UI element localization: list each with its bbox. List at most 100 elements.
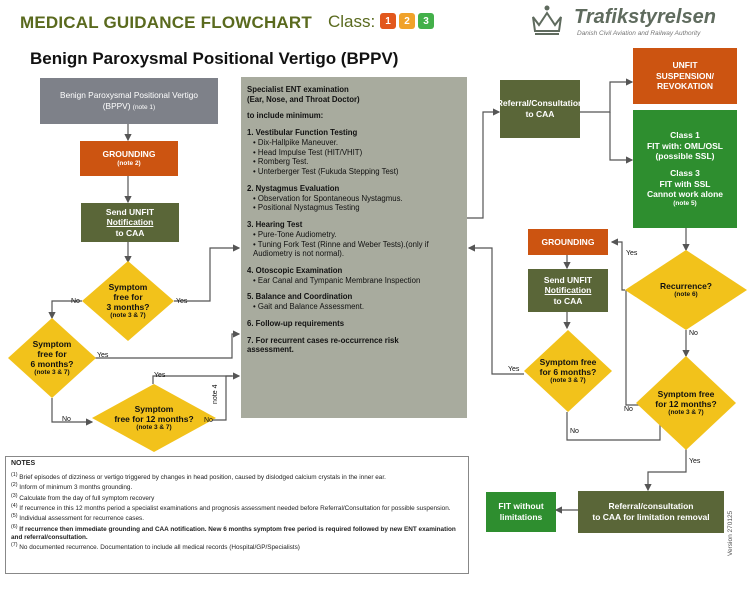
referral-bottom-line2: to CAA for limitation removal bbox=[592, 512, 710, 522]
symptom-free-3m-decision: Symptom free for 3 months? (note 3 & 7) bbox=[82, 261, 174, 341]
note-item: (2) Inform of minimum 3 months grounding… bbox=[11, 482, 463, 492]
recurrence-decision: Recurrence? (note 6) bbox=[625, 250, 747, 330]
ent-sec5-item: • Gait and Balance Assessment. bbox=[253, 302, 365, 312]
ent-sec3-item: Audiometry is not normal). bbox=[253, 249, 344, 259]
page-title: MEDICAL GUIDANCE FLOWCHART bbox=[20, 13, 312, 32]
sf3-l1: Symptom bbox=[108, 281, 148, 292]
send-unfit-right-line2: to CAA bbox=[553, 295, 583, 306]
symptom-free-6m-left-decision: Symptom free for 6 months? (note 3 & 7) bbox=[8, 318, 96, 398]
note-number: (3) bbox=[11, 492, 18, 499]
recurrence-yes-label: Yes bbox=[626, 250, 638, 257]
logo-name: Trafikstyrelsen bbox=[574, 6, 716, 28]
ent-sec4-item: • Ear Canal and Tympanic Membrane Inspec… bbox=[253, 275, 421, 285]
sf6r-l1: Symptom free bbox=[539, 356, 597, 367]
sf6l-l1: Symptom bbox=[32, 338, 72, 349]
grounding-left-box: GROUNDING (note 2) bbox=[80, 141, 178, 176]
sf12l-note: (note 3 & 7) bbox=[136, 424, 172, 432]
sf3-l3: 3 months? bbox=[106, 302, 150, 313]
ent-sec2-item: • Positional Nystagmus Testing bbox=[253, 203, 360, 213]
note-item: (1) Brief episodes of dizziness or verti… bbox=[11, 472, 463, 482]
send-unfit-left-line1: Send UNFIT bbox=[105, 206, 155, 217]
ent-sec7-title: 7. For recurrent cases re-occurrence ris… bbox=[247, 335, 399, 345]
class-3-badge: 3 bbox=[418, 13, 434, 29]
note-item: (6) If recurrence then immediate groundi… bbox=[11, 524, 463, 543]
send-unfit-right-line1: Send UNFIT bbox=[543, 274, 593, 285]
ent-sec7-item: assessment. bbox=[247, 345, 294, 355]
start-line1: Benign Paroxysmal Positional Vertigo bbox=[60, 90, 198, 101]
referral-bottom-box: Referral/consultation to CAA for limitat… bbox=[578, 491, 724, 533]
ent-sec1-title: 1. Vestibular Function Testing bbox=[247, 128, 358, 138]
ent-sec6-title: 6. Follow-up requirements bbox=[247, 318, 345, 328]
ent-title1: Specialist ENT examination bbox=[247, 85, 349, 94]
notes-panel: NOTES (1) Brief episodes of dizziness or… bbox=[5, 456, 469, 574]
sf12l-no-label: No bbox=[204, 417, 213, 424]
referral-top-box: Referral/Consultation to CAA bbox=[496, 80, 584, 138]
note-text: Individual assessment for recurrence cas… bbox=[19, 515, 144, 523]
sf12l-yes-label: Yes bbox=[154, 372, 166, 379]
class-2-badge: 2 bbox=[399, 13, 415, 29]
note-item: (5) Individual assessment for recurrence… bbox=[11, 513, 463, 523]
ent-title2: (Ear, Nose, and Throat Doctor) bbox=[247, 94, 360, 104]
send-unfit-left-box: Send UNFIT Notification to CAA bbox=[81, 203, 179, 242]
ent-sec3-item: • Pure-Tone Audiometry. bbox=[253, 229, 337, 239]
sf6r-l2: for 6 months? bbox=[539, 367, 597, 378]
sf12r-yes-label: Yes bbox=[689, 458, 701, 465]
ent-sec3-item: • Tuning Fork Test (Rinne and Weber Test… bbox=[253, 239, 429, 249]
send-unfit-left-line2: to CAA bbox=[115, 227, 145, 238]
fit-c1-l1: FIT with: OML/OSL bbox=[646, 140, 723, 151]
version-label: Version 270125 bbox=[727, 510, 734, 556]
note-text: No documented recurrence. Documentation … bbox=[19, 544, 300, 552]
sf12r-note: (note 3 & 7) bbox=[668, 409, 704, 417]
ent-sec1-item: • Unterberger Test (Fukuda Stepping Test… bbox=[253, 167, 399, 177]
class-1-badge: 1 bbox=[380, 13, 396, 29]
unfit-suspension-box: UNFIT SUSPENSION/ REVOKATION bbox=[633, 48, 737, 104]
crown-icon bbox=[527, 3, 567, 39]
ent-sec3-title: 3. Hearing Test bbox=[247, 220, 303, 230]
sf6r-no-label: No bbox=[570, 428, 579, 435]
sf3-note: (note 3 & 7) bbox=[110, 312, 146, 320]
note-text: Calculate from the day of full symptom r… bbox=[19, 494, 155, 502]
grounding-right-box: GROUNDING bbox=[528, 229, 608, 255]
note-item: (7) No documented recurrence. Documentat… bbox=[11, 542, 463, 552]
unfit-line3: REVOKATION bbox=[656, 81, 714, 92]
send-unfit-right-link: Notification bbox=[544, 285, 592, 296]
fit-c1-l2: (possible SSL) bbox=[655, 151, 715, 162]
recurrence-l1: Recurrence? bbox=[660, 281, 712, 291]
fit-c3: Class 3 bbox=[670, 167, 700, 178]
class-label: Class: bbox=[328, 12, 376, 31]
fit-c3-l1: FIT with SSL bbox=[659, 178, 711, 189]
recurrence-note: (note 6) bbox=[674, 291, 698, 299]
note-number: (7) bbox=[11, 542, 18, 549]
start-line2: (BPPV) bbox=[102, 100, 131, 111]
notes-heading: NOTES bbox=[11, 460, 36, 467]
note-number: (6) bbox=[11, 523, 18, 530]
ent-sec1-item: • Head Impulse Test (HIT/VHIT) bbox=[253, 147, 363, 157]
symptom-free-12m-right-decision: Symptom free for 12 months? (note 3 & 7) bbox=[636, 356, 736, 450]
sf12r-no-label: No bbox=[624, 406, 633, 413]
note-number: (2) bbox=[11, 482, 18, 489]
ent-sec2-title: 2. Nystagmus Evaluation bbox=[247, 183, 340, 193]
note-text: Inform of minimum 3 months grounding. bbox=[19, 484, 133, 492]
send-unfit-left-link: Notification bbox=[106, 217, 154, 228]
unfit-line1: UNFIT bbox=[672, 60, 698, 71]
note-number: (5) bbox=[11, 513, 18, 520]
sf12l-l2: free for 12 months? bbox=[114, 414, 194, 425]
logo-subtitle: Danish Civil Aviation and Railway Author… bbox=[577, 30, 701, 37]
ent-sec4-title: 4. Otoscopic Examination bbox=[247, 266, 343, 276]
sf12l-l1: Symptom bbox=[134, 403, 174, 414]
note-text: If recurrence then immediate grounding a… bbox=[11, 525, 456, 541]
sf3-l2: free for bbox=[113, 292, 143, 302]
note-number: (4) bbox=[11, 502, 18, 509]
grounding-right-title: GROUNDING bbox=[541, 236, 595, 247]
note-item: (3) Calculate from the day of full sympt… bbox=[11, 493, 463, 503]
fit-c3-note: (note 5) bbox=[673, 199, 697, 207]
sf3-no-label: No bbox=[71, 298, 80, 305]
sf6l-l2: free for bbox=[37, 349, 67, 359]
ent-sec5-title: 5. Balance and Coordination bbox=[247, 292, 353, 302]
grounding-left-note: (note 2) bbox=[117, 159, 141, 167]
referral-top-line1: Referral/Consultation bbox=[496, 98, 584, 109]
sf12r-l1: Symptom free bbox=[657, 388, 715, 399]
unfit-line2: SUSPENSION/ bbox=[655, 70, 715, 81]
symptom-free-12m-left-decision: Symptom free for 12 months? (note 3 & 7) bbox=[92, 384, 216, 452]
